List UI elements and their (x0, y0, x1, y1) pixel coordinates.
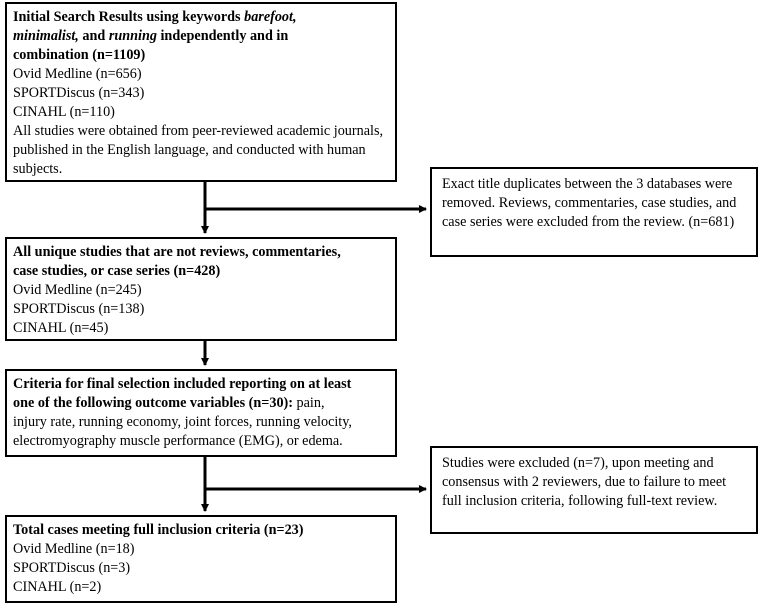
cinahl-count: CINAHL (n=45) (13, 320, 109, 336)
final-selection-criteria-box: Criteria for final selection included re… (5, 369, 397, 457)
initial-search-title-line3: combination (n=1109) (13, 47, 146, 63)
initial-search-title-line2: minimalist, and running independently an… (13, 28, 289, 44)
ovid-medline-count: Ovid Medline (n=18) (13, 541, 135, 557)
duplicates-excluded-box: Exact title duplicates between the 3 dat… (430, 167, 758, 257)
unique-studies-title-line1: All unique studies that are not reviews,… (13, 244, 341, 260)
initial-search-title-line1: Initial Search Results using keywords ba… (13, 9, 297, 25)
sportdiscus-count: SPORTDiscus (n=343) (13, 85, 145, 101)
sportdiscus-count: SPORTDiscus (n=138) (13, 301, 145, 317)
total-cases-box: Total cases meeting full inclusion crite… (5, 515, 397, 603)
total-cases-title: Total cases meeting full inclusion crite… (13, 522, 304, 538)
duplicates-excluded-text: Exact title duplicates between the 3 dat… (442, 176, 737, 230)
unique-studies-title-line2: case studies, or case series (n=428) (13, 263, 221, 279)
initial-search-box: Initial Search Results using keywords ba… (5, 2, 397, 182)
criteria-line1: Criteria for final selection included re… (13, 376, 352, 392)
inclusion-note: All studies were obtained from peer-revi… (13, 123, 384, 177)
criteria-line3: injury rate, running economy, joint forc… (13, 414, 352, 430)
criteria-line2: one of the following outcome variables (… (13, 395, 325, 411)
ovid-medline-count: Ovid Medline (n=245) (13, 282, 142, 298)
cinahl-count: CINAHL (n=110) (13, 104, 115, 120)
ovid-medline-count: Ovid Medline (n=656) (13, 66, 142, 82)
unique-studies-box: All unique studies that are not reviews,… (5, 237, 397, 341)
fulltext-excluded-box: Studies were excluded (n=7), upon meetin… (430, 446, 758, 534)
fulltext-excluded-text: Studies were excluded (n=7), upon meetin… (442, 455, 727, 509)
criteria-line4: electromyography muscle performance (EMG… (13, 433, 343, 449)
sportdiscus-count: SPORTDiscus (n=3) (13, 560, 131, 576)
cinahl-count: CINAHL (n=2) (13, 579, 102, 595)
